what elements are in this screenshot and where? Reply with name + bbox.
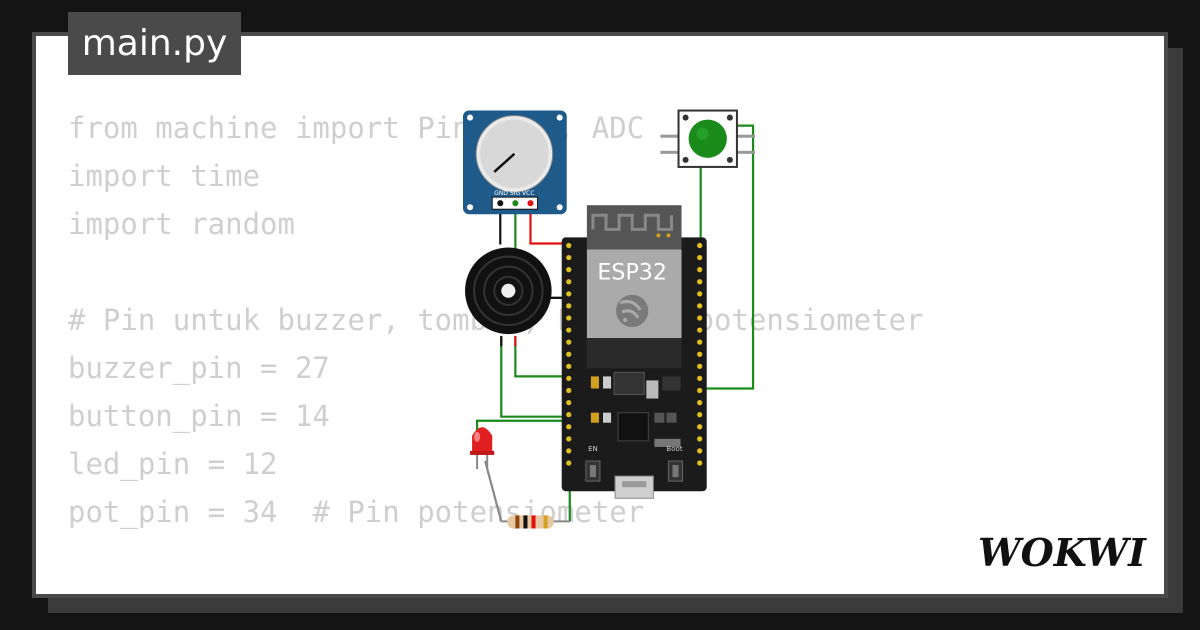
wire-black-buzzer	[500, 336, 570, 418]
code-line	[68, 536, 924, 584]
code-line: buzzer_pin = 27	[68, 351, 330, 385]
code-line: import random	[68, 207, 295, 241]
file-tab[interactable]: main.py	[68, 12, 241, 75]
pot-knob-indicator	[493, 152, 516, 173]
esp32-board[interactable]: ESP32 EN	[561, 205, 707, 499]
espressif-logo-icon	[616, 294, 649, 328]
red-led[interactable]	[470, 427, 495, 470]
code-line: # Setup pin	[68, 584, 924, 594]
buzzer[interactable]	[465, 247, 552, 335]
wire-red-pot-vcc	[529, 204, 570, 245]
pin-header-right	[697, 242, 703, 466]
resistor[interactable]	[501, 515, 570, 529]
push-button[interactable]	[660, 109, 756, 168]
esp32-label: ESP32	[597, 260, 667, 286]
wokwi-logo-text: WOKWI	[978, 530, 1147, 575]
code-line: pot_pin = 34 # Pin potensiometer	[68, 495, 645, 529]
code-line: import time	[68, 159, 261, 193]
pin-header-left	[566, 242, 572, 466]
en-label: EN	[588, 444, 598, 453]
code-line: button_pin = 14	[68, 399, 330, 433]
wire-red-buzzer	[514, 336, 570, 378]
wokwi-logo: WOKWI	[978, 530, 1147, 575]
potentiometer[interactable]: GND SIG VCC	[463, 110, 567, 215]
circuit-diagram: GND SIG VCC	[463, 109, 756, 529]
wire-led-resistor	[484, 460, 503, 522]
code-line: led_pin = 12	[68, 447, 278, 481]
button-cap[interactable]	[688, 119, 727, 158]
boot-label: Boot	[666, 444, 682, 453]
pot-pin-label: GND SIG VCC	[494, 190, 535, 197]
